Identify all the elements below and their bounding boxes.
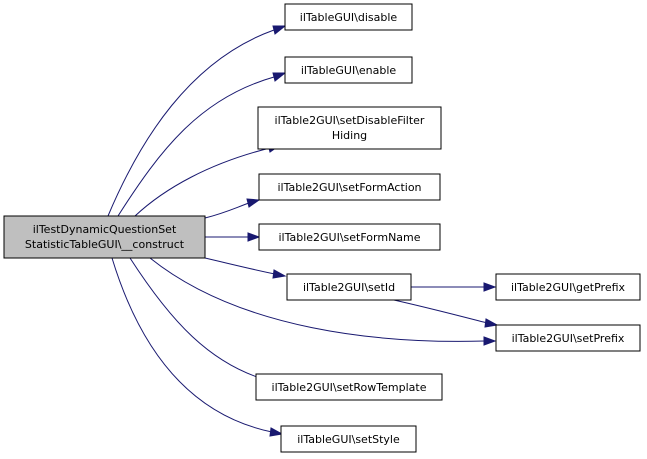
node-setstyle[interactable]: ilTableGUI\setStyle: [280, 425, 417, 453]
node-setprefix-label: ilTable2GUI\setPrefix: [512, 332, 625, 345]
edge-setid-to-getprefix: [411, 282, 497, 292]
node-getprefix-label: ilTable2GUI\getPrefix: [511, 281, 626, 294]
edge-root-to-setstyle: [111, 257, 284, 437]
node-root-line-2: StatisticTableGUI\__construct: [25, 238, 185, 251]
node-setprefix[interactable]: ilTable2GUI\setPrefix: [495, 324, 641, 352]
node-enable[interactable]: ilTableGUI\enable: [284, 56, 413, 84]
node-setid-label: ilTable2GUI\setId: [303, 281, 395, 294]
node-disable[interactable]: ilTableGUI\disable: [284, 3, 413, 31]
node-root-line-1: ilTestDynamicQuestionSet: [33, 223, 177, 236]
node-disable-label: ilTableGUI\disable: [300, 11, 398, 24]
node-setstyle-label: ilTableGUI\setStyle: [297, 433, 400, 446]
node-getprefix[interactable]: ilTable2GUI\getPrefix: [495, 273, 641, 301]
node-setid[interactable]: ilTable2GUI\setId: [286, 273, 412, 301]
edge-setid-to-setprefix: [384, 297, 499, 328]
node-root[interactable]: ilTestDynamicQuestionSet StatisticTableG…: [3, 215, 206, 259]
node-setdisablefilterhiding[interactable]: ilTable2GUI\setDisableFilter Hiding: [257, 106, 442, 150]
edge-root-to-setformname: [205, 232, 261, 242]
node-setformaction[interactable]: ilTable2GUI\setFormAction: [258, 173, 441, 201]
node-setformaction-label: ilTable2GUI\setFormAction: [277, 181, 421, 194]
edge-root-to-disable: [107, 25, 287, 217]
node-setformname[interactable]: ilTable2GUI\setFormName: [258, 223, 441, 251]
edge-root-to-setdisablefilterhiding: [134, 143, 282, 217]
node-setdisablefilterhiding-line-2: Hiding: [332, 129, 367, 142]
node-setrowtemplate[interactable]: ilTable2GUI\setRowTemplate: [255, 373, 443, 401]
nodes: ilTestDynamicQuestionSet StatisticTableG…: [3, 3, 641, 453]
node-setrowtemplate-label: ilTable2GUI\setRowTemplate: [272, 381, 427, 394]
edge-root-to-setid: [204, 257, 287, 279]
edge-root-to-setrowtemplate: [129, 257, 282, 386]
node-setformname-label: ilTable2GUI\setFormName: [278, 231, 420, 244]
edge-root-to-setprefix: [149, 257, 497, 346]
node-setdisablefilterhiding-line-1: ilTable2GUI\setDisableFilter: [275, 114, 425, 127]
node-enable-label: ilTableGUI\enable: [301, 64, 397, 77]
edge-root-to-enable: [117, 72, 287, 217]
edge-root-to-setformaction: [204, 198, 261, 219]
